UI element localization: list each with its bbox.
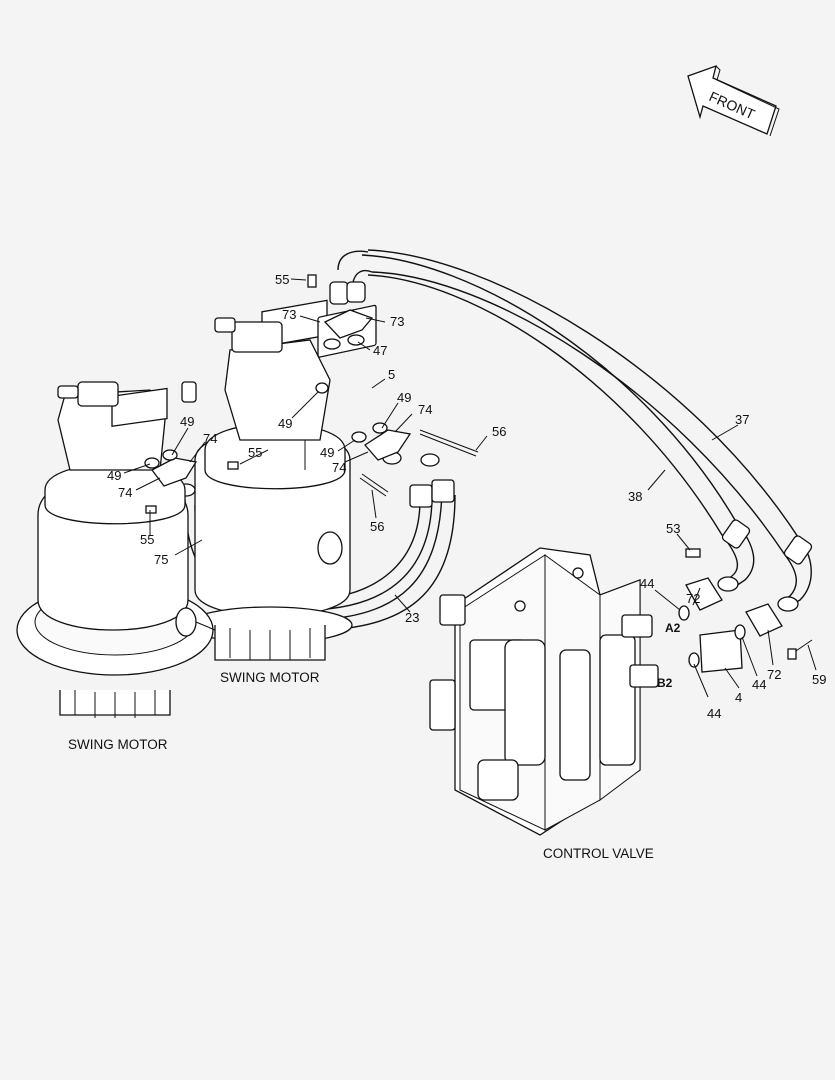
callout-49: 49: [278, 416, 292, 431]
callout-49: 49: [397, 390, 411, 405]
callout-73: 73: [282, 307, 296, 322]
control-valve: [429, 547, 659, 836]
swing-motor-left-caption: SWING MOTOR: [68, 737, 168, 752]
callout-75: 75: [154, 552, 168, 567]
callout-49: 49: [320, 445, 334, 460]
callout-74: 74: [332, 460, 346, 475]
callout-44: 44: [752, 677, 766, 692]
fittings: [144, 274, 479, 514]
control-valve-caption: CONTROL VALVE: [543, 846, 654, 861]
callout-55: 55: [275, 272, 289, 287]
callout-59: 59: [812, 672, 826, 687]
callout-38: 38: [628, 489, 642, 504]
callout-55: 55: [140, 532, 154, 547]
front-arrow: FRONT: [687, 64, 780, 137]
swing-motor-right-caption: SWING MOTOR: [220, 670, 320, 685]
hose-37-38: [329, 249, 813, 612]
swing-motor-right: [187, 299, 353, 661]
callout-72: 72: [767, 667, 781, 682]
callout-44: 44: [707, 706, 721, 721]
callout-72: 72: [686, 591, 700, 606]
swing-motor-left: [16, 381, 216, 718]
captions: SWING MOTOR SWING MOTOR CONTROL VALVE: [68, 670, 654, 861]
leader-lines: [123, 278, 817, 698]
port-flanges: [678, 548, 813, 673]
callout-53: 53: [666, 521, 680, 536]
callout-55: 55: [248, 445, 262, 460]
callout-56: 56: [492, 424, 506, 439]
callout-labels: 55 73 73 47 5 49 74 49 55 49 74 56 56 49…: [107, 272, 826, 721]
callout-56: 56: [370, 519, 384, 534]
callout-47: 47: [373, 343, 387, 358]
callout-74: 74: [418, 402, 432, 417]
callout-74: 74: [203, 431, 217, 446]
callout-4: 4: [735, 690, 742, 705]
callout-44: 44: [640, 576, 654, 591]
port-a2-label: A2: [665, 621, 681, 635]
port-b2-label: B2: [657, 676, 673, 690]
callout-49: 49: [180, 414, 194, 429]
callout-5: 5: [388, 367, 395, 382]
callout-49: 49: [107, 468, 121, 483]
callout-23: 23: [405, 610, 419, 625]
callout-74: 74: [118, 485, 132, 500]
callout-73: 73: [390, 314, 404, 329]
callout-37: 37: [735, 412, 749, 427]
